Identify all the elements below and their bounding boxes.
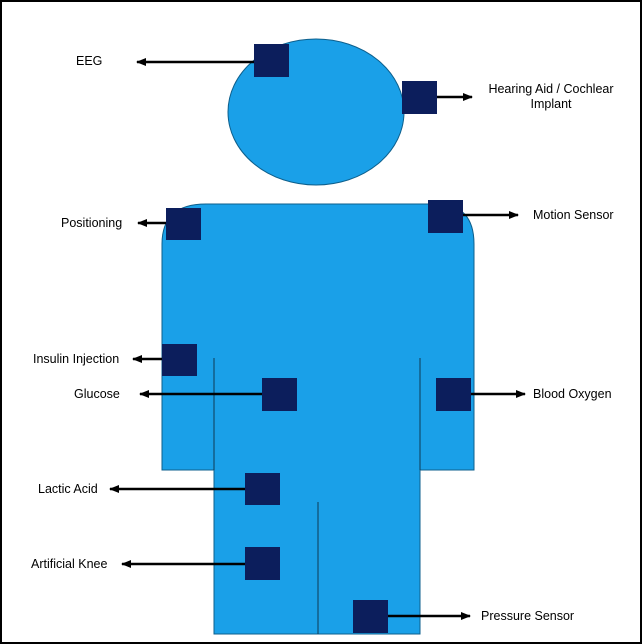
eeg-label: EEG — [76, 54, 102, 69]
pressure-sensor — [353, 600, 388, 633]
positioning-label: Positioning — [61, 216, 122, 231]
lactic-sensor — [245, 473, 280, 505]
knee-label: Artificial Knee — [31, 557, 107, 572]
blood-oxygen-label: Blood Oxygen — [533, 387, 612, 402]
glucose-label: Glucose — [74, 387, 120, 402]
insulin-label: Insulin Injection — [33, 352, 119, 367]
motion-label: Motion Sensor — [533, 208, 614, 223]
motion-sensor — [428, 200, 463, 233]
blood-oxygen-sensor — [436, 378, 471, 411]
insulin-sensor — [162, 344, 197, 376]
positioning-sensor — [166, 208, 201, 240]
glucose-sensor — [262, 378, 297, 411]
lactic-label: Lactic Acid — [38, 482, 98, 497]
knee-sensor — [245, 547, 280, 580]
pressure-label: Pressure Sensor — [481, 609, 574, 624]
hearing-sensor — [402, 81, 437, 114]
eeg-sensor — [254, 44, 289, 77]
